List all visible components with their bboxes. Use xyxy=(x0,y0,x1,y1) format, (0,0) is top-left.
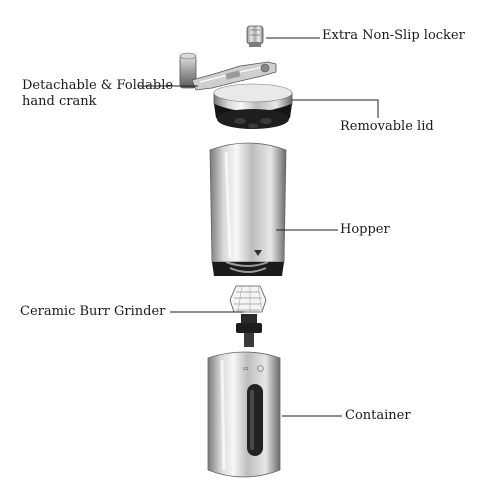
leader-lines xyxy=(138,37,379,417)
label-hand-crank-line2: hand crank xyxy=(22,94,97,109)
label-hand-crank-line1: Detachable & Foldable xyxy=(22,78,174,93)
label-removable-lid: Removable lid xyxy=(340,119,434,134)
container-mark-right: ◯ xyxy=(257,365,264,372)
leader-lid xyxy=(292,99,379,118)
label-container: Container xyxy=(345,408,411,423)
label-hopper: Hopper xyxy=(340,222,390,237)
label-ceramic-burr-grinder: Ceramic Burr Grinder xyxy=(20,304,166,319)
removable-lid xyxy=(213,83,293,129)
label-non-slip-locker: Extra Non-Slip locker xyxy=(322,28,465,43)
container-mark-left: ▭ xyxy=(243,365,249,372)
non-slip-locker xyxy=(246,25,264,47)
hopper xyxy=(209,142,287,276)
container: ▭ ◯ xyxy=(207,351,281,478)
hand-crank xyxy=(179,52,277,91)
label-hand-crank: Detachable & Foldable hand crank xyxy=(22,78,173,110)
ceramic-burr xyxy=(229,285,267,347)
